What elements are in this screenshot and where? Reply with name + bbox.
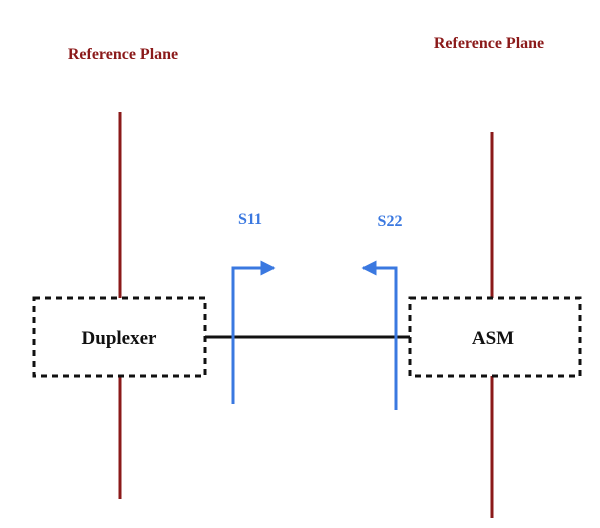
asm-label: ASM bbox=[472, 328, 514, 349]
s22-label: S22 bbox=[378, 213, 403, 230]
s22-arrow bbox=[361, 260, 398, 410]
s11-arrow bbox=[231, 260, 276, 404]
duplexer-block bbox=[32, 296, 207, 378]
asm-block bbox=[408, 296, 582, 378]
duplexer-label: Duplexer bbox=[82, 328, 158, 349]
s11-label: S11 bbox=[238, 211, 262, 228]
reference-plane-label-left: Reference Plane bbox=[68, 46, 178, 63]
reference-plane-label-right: Reference Plane bbox=[434, 35, 544, 52]
